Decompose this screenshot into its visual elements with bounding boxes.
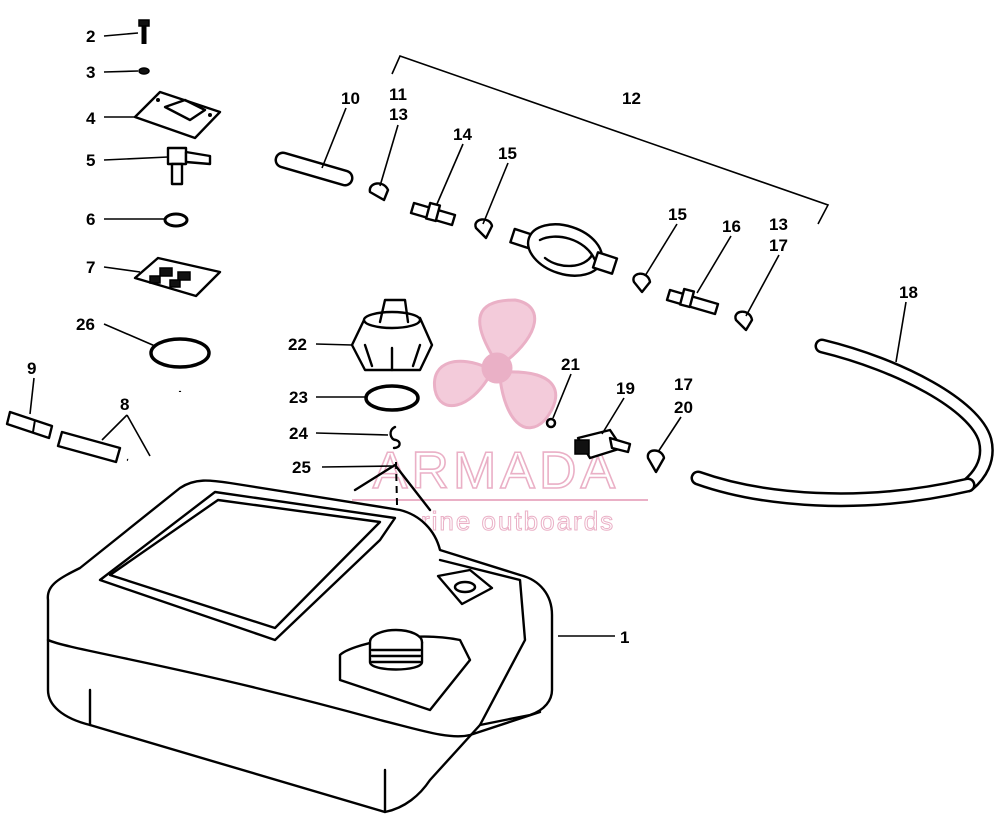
part-clamp-tank [646, 449, 666, 474]
part-tank-connector [574, 428, 632, 460]
callout-labels: 2 3 4 5 6 7 26 9 8 10 11 13 12 14 15 15 … [27, 27, 918, 647]
callout-20: 20 [674, 398, 693, 417]
callout-5: 5 [86, 151, 95, 170]
callout-25: 25 [292, 458, 311, 477]
callout-17a: 17 [769, 236, 788, 255]
part-clamp-left [368, 182, 390, 202]
part-primer-bulb [509, 223, 619, 277]
callout-14: 14 [453, 125, 472, 144]
part-short-hose [5, 410, 54, 440]
callout-23: 23 [289, 388, 308, 407]
part-clamp-right [734, 310, 754, 332]
part-gauge-body [133, 256, 222, 298]
callout-11: 11 [389, 85, 407, 104]
bracket-assembly-12 [391, 55, 830, 225]
part-fuel-tank [46, 479, 554, 814]
callout-21: 21 [561, 355, 580, 374]
callout-10: 10 [341, 89, 360, 108]
callout-15b: 15 [668, 205, 687, 224]
callout-3: 3 [86, 63, 95, 82]
callout-2: 2 [86, 27, 95, 46]
callout-7: 7 [86, 258, 95, 277]
callout-17b: 17 [674, 375, 693, 394]
part-filler-cap [350, 298, 434, 372]
part-washer [138, 67, 150, 75]
part-hoses [56, 390, 185, 472]
part-clip-right [632, 272, 652, 294]
callout-6: 6 [86, 210, 95, 229]
callout-12: 12 [622, 89, 641, 108]
callout-13a: 13 [389, 105, 408, 124]
callout-24: 24 [289, 424, 308, 443]
part-bracket-plate [133, 90, 222, 140]
part-retainer [389, 425, 401, 450]
part-gasket [364, 384, 420, 412]
callout-22: 22 [288, 335, 307, 354]
part-screw [138, 19, 150, 44]
part-fitting [166, 146, 212, 186]
callout-13b: 13 [769, 215, 788, 234]
callout-26: 26 [76, 315, 95, 334]
leader-lines [29, 32, 907, 637]
callout-8: 8 [120, 395, 129, 414]
callout-1: 1 [620, 628, 629, 647]
callout-19: 19 [616, 379, 635, 398]
part-fuel-hose-short [274, 151, 354, 187]
callout-18: 18 [899, 283, 918, 302]
propeller-icon [433, 298, 558, 430]
part-long-hose [690, 338, 994, 508]
callout-4: 4 [86, 109, 96, 128]
part-connector-left [409, 201, 457, 227]
callout-15a: 15 [498, 144, 517, 163]
part-o-ring-small [163, 212, 189, 228]
part-o-ring-large [149, 337, 211, 369]
part-tiny-o-ring [545, 417, 557, 429]
callout-16: 16 [722, 217, 741, 236]
callout-9: 9 [27, 359, 36, 378]
part-connector-right [665, 287, 720, 316]
